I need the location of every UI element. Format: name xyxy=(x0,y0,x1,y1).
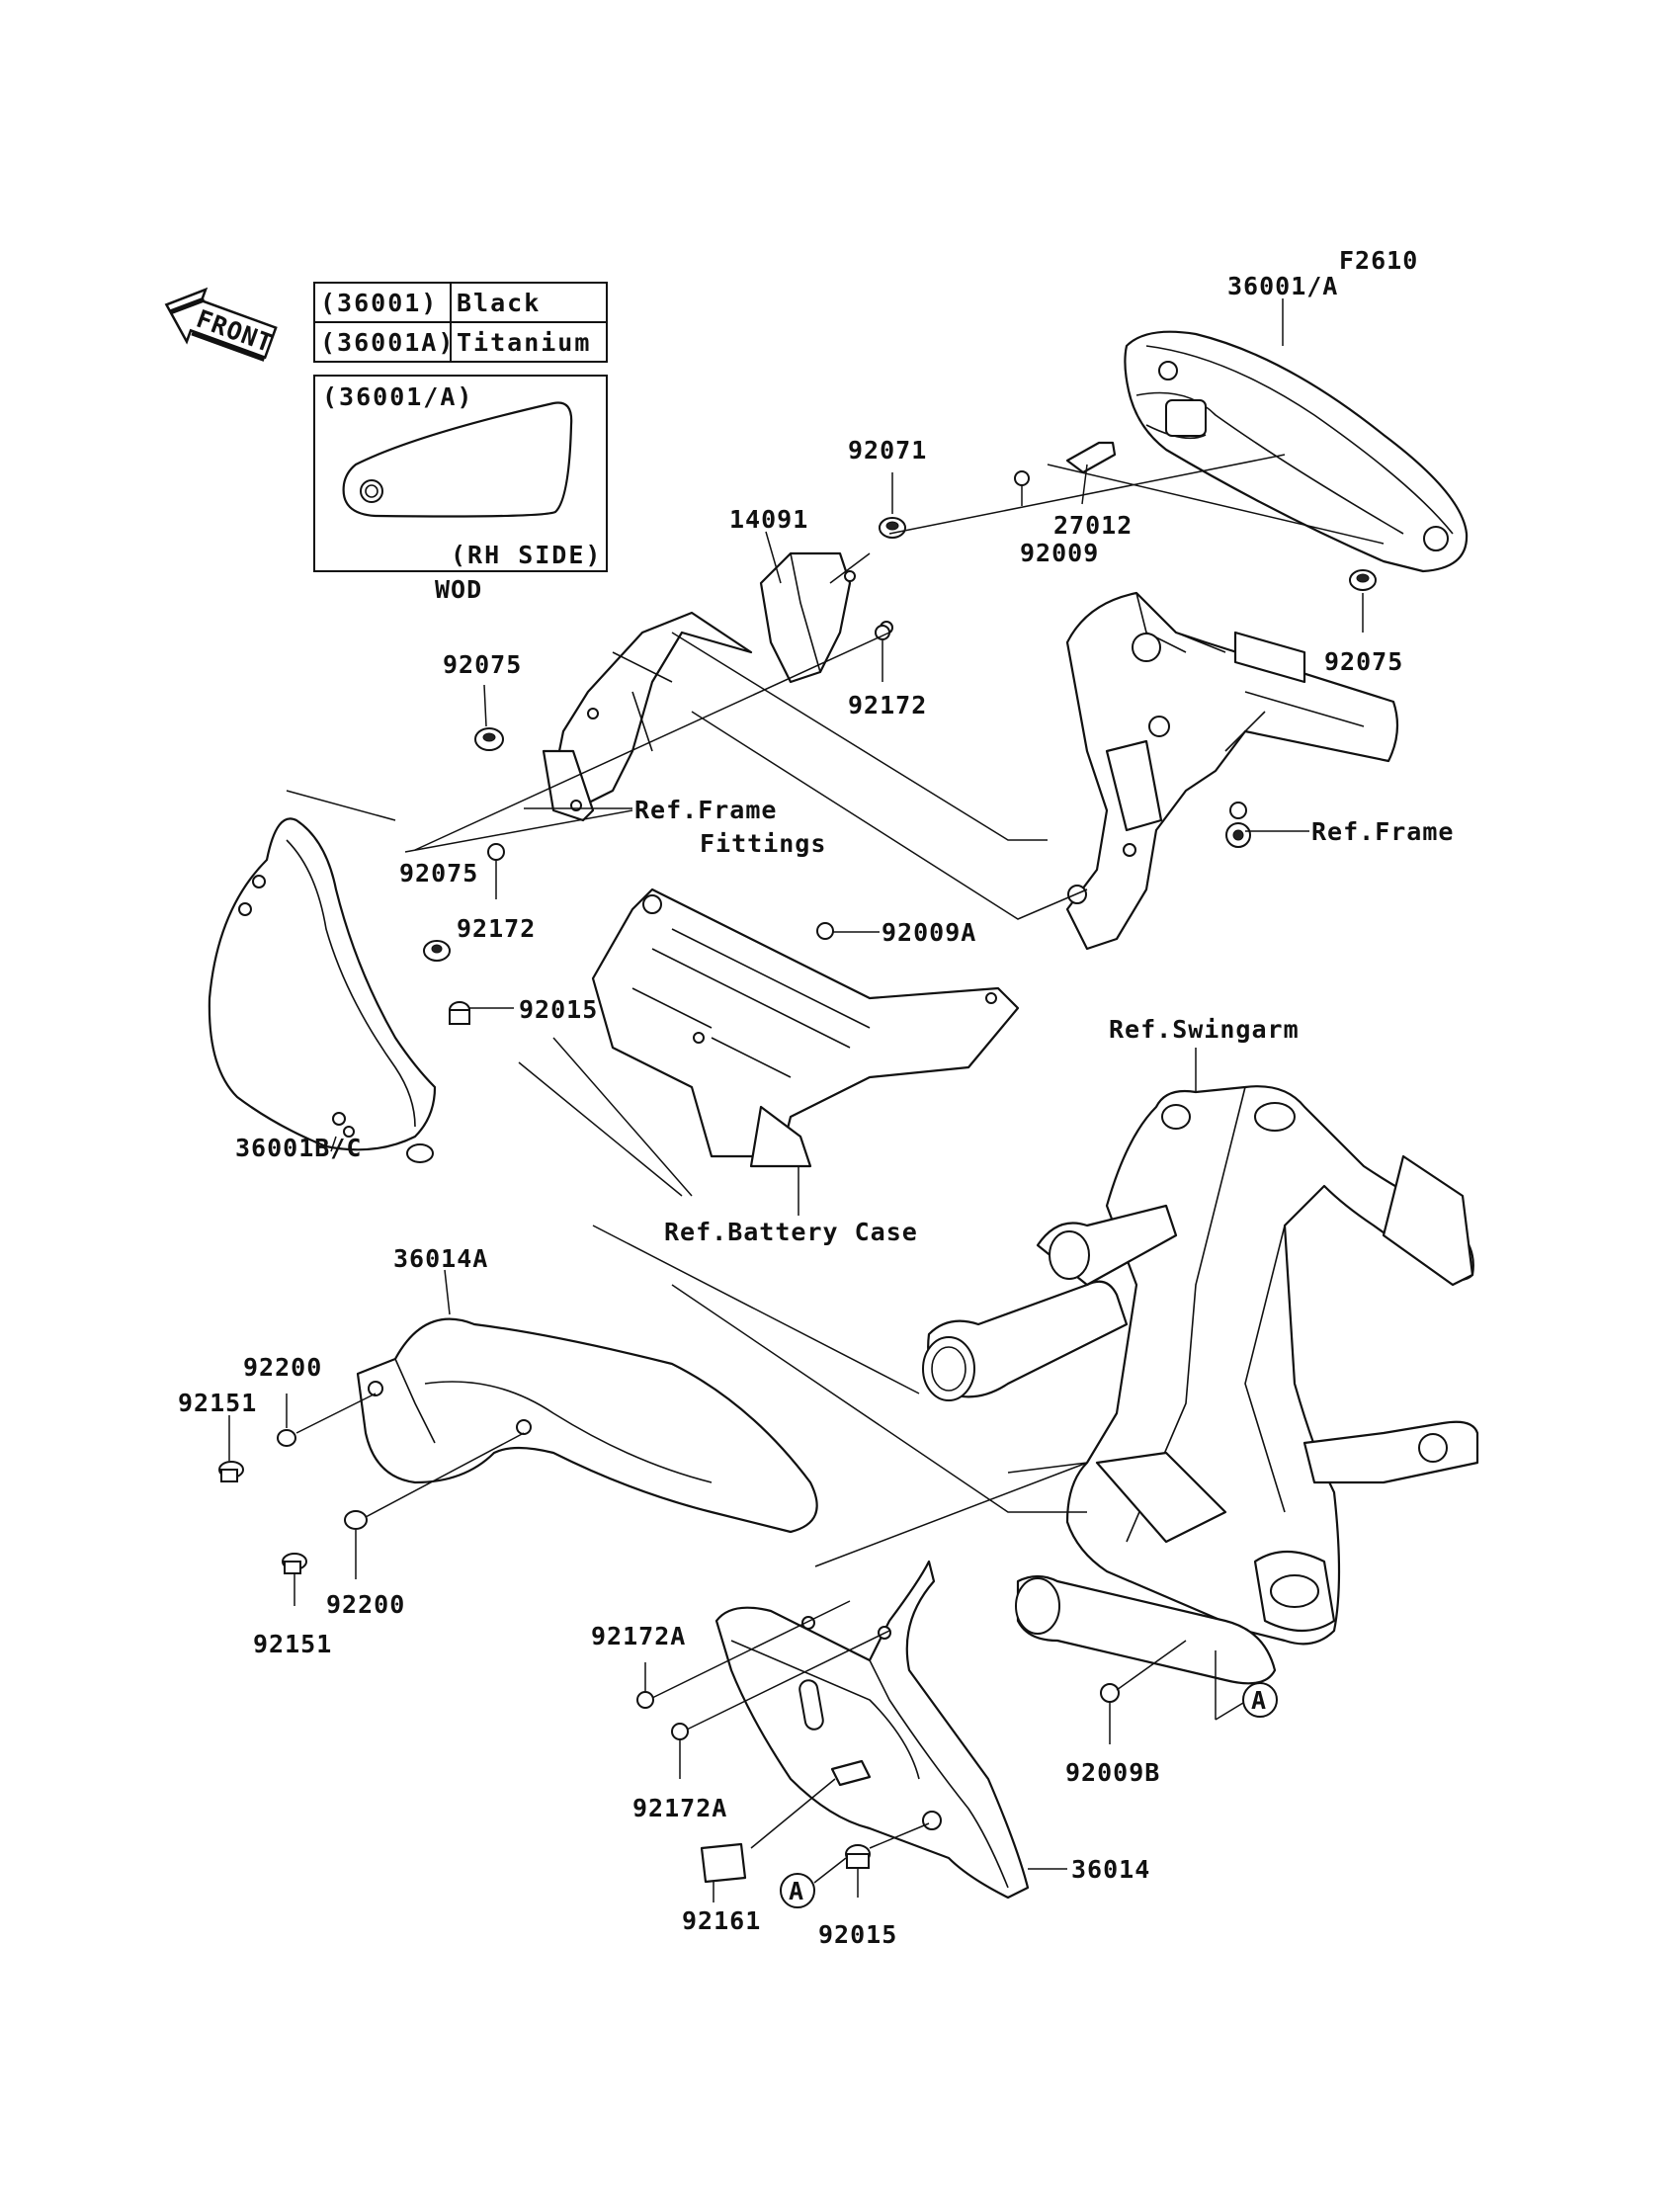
bolt-92151-a xyxy=(218,1461,244,1482)
screw-92172A-a xyxy=(636,1691,654,1709)
label-ref-swingarm: Ref.Swingarm xyxy=(1109,1015,1300,1044)
label-ref-frame-fittings-1: Ref.Frame xyxy=(634,796,777,824)
label-ref-frame-fittings-2: Fittings xyxy=(700,829,826,858)
bolt-92151-b xyxy=(282,1553,307,1574)
label-27012: 27012 xyxy=(1053,511,1133,540)
label-ref-battery-case: Ref.Battery Case xyxy=(664,1218,918,1246)
grommet-92071 xyxy=(879,517,906,539)
marker-a-left-label: A xyxy=(789,1877,804,1905)
screw-92009A xyxy=(816,922,834,940)
label-92151-lower: 92151 xyxy=(253,1630,332,1658)
rh-side-inset: (36001/A) (RH SIDE) WOD xyxy=(313,375,608,604)
marker-a-right-label: A xyxy=(1251,1686,1267,1715)
label-92015-lower: 92015 xyxy=(818,1920,897,1949)
marker-a-left: A xyxy=(780,1873,815,1908)
leader-lines xyxy=(228,298,1385,1902)
color-code-1: (36001) xyxy=(320,289,438,317)
swingarm xyxy=(922,1085,1479,1685)
label-92009B: 92009B xyxy=(1065,1758,1160,1787)
label-92200-upper: 92200 xyxy=(243,1353,322,1382)
label-36001A: 36001/A xyxy=(1227,272,1338,300)
frame-fittings xyxy=(542,611,753,822)
front-arrow-icon: FRONT xyxy=(164,287,278,362)
collar-92015 xyxy=(449,1001,470,1025)
washer-92200-b xyxy=(344,1510,368,1530)
bracket-14091 xyxy=(759,551,893,684)
grommet-92075-right xyxy=(1349,569,1377,591)
label-ref-frame: Ref.Frame xyxy=(1311,817,1454,846)
label-92151-upper: 92151 xyxy=(178,1389,257,1417)
color-name-2: Titanium xyxy=(457,328,591,357)
inset-caption: WOD xyxy=(435,575,482,604)
label-92071: 92071 xyxy=(848,436,927,465)
label-92075-right: 92075 xyxy=(1324,647,1403,676)
bracket-27012 xyxy=(1065,441,1117,474)
screw-92172A-b xyxy=(671,1723,689,1740)
screw-92009B xyxy=(1100,1683,1120,1703)
figure-code: F2610 xyxy=(1339,246,1418,275)
part-labels: 36001/A 92071 14091 27012 92009 92075 92… xyxy=(178,272,1454,1949)
color-table: (36001) Black (36001A) Titanium xyxy=(313,282,608,363)
label-92015-upper: 92015 xyxy=(519,995,598,1024)
label-92161 xyxy=(700,1842,747,1884)
label-92172A-lower: 92172A xyxy=(632,1794,727,1822)
grommet-92075-left xyxy=(474,727,504,751)
label-92075-mid: 92075 xyxy=(399,859,478,887)
screw-92009 xyxy=(1014,470,1030,506)
inset-side: (RH SIDE) xyxy=(451,541,602,569)
color-name-1: Black xyxy=(457,289,541,317)
side-cover-left xyxy=(208,817,437,1163)
label-92172A-upper: 92172A xyxy=(591,1622,686,1650)
label-92172-top: 92172 xyxy=(848,691,927,719)
washer-92200-a xyxy=(277,1429,296,1447)
color-code-2: (36001A) xyxy=(320,328,455,357)
label-92009A: 92009A xyxy=(882,918,976,947)
chain-guard-upper xyxy=(356,1317,818,1534)
collar-92015-lower xyxy=(845,1844,871,1869)
label-92075-left: 92075 xyxy=(443,650,522,679)
label-92172: 92172 xyxy=(457,914,536,943)
label-92161: 92161 xyxy=(682,1906,761,1935)
label-36014: 36014 xyxy=(1071,1855,1150,1884)
side-cover-right xyxy=(1124,330,1469,573)
grommet-92075-mid xyxy=(423,940,451,962)
label-92200-lower: 92200 xyxy=(326,1590,405,1619)
marker-a-right: A xyxy=(1242,1682,1278,1718)
screw-92172 xyxy=(487,843,505,861)
battery-case xyxy=(591,887,1020,1168)
label-92009: 92009 xyxy=(1020,539,1099,567)
label-36014A: 36014A xyxy=(393,1244,488,1273)
label-36001BC: 36001B/C xyxy=(235,1134,362,1162)
inset-title: (36001/A) xyxy=(322,382,473,411)
label-14091: 14091 xyxy=(729,505,808,534)
frame-section xyxy=(1065,591,1399,951)
